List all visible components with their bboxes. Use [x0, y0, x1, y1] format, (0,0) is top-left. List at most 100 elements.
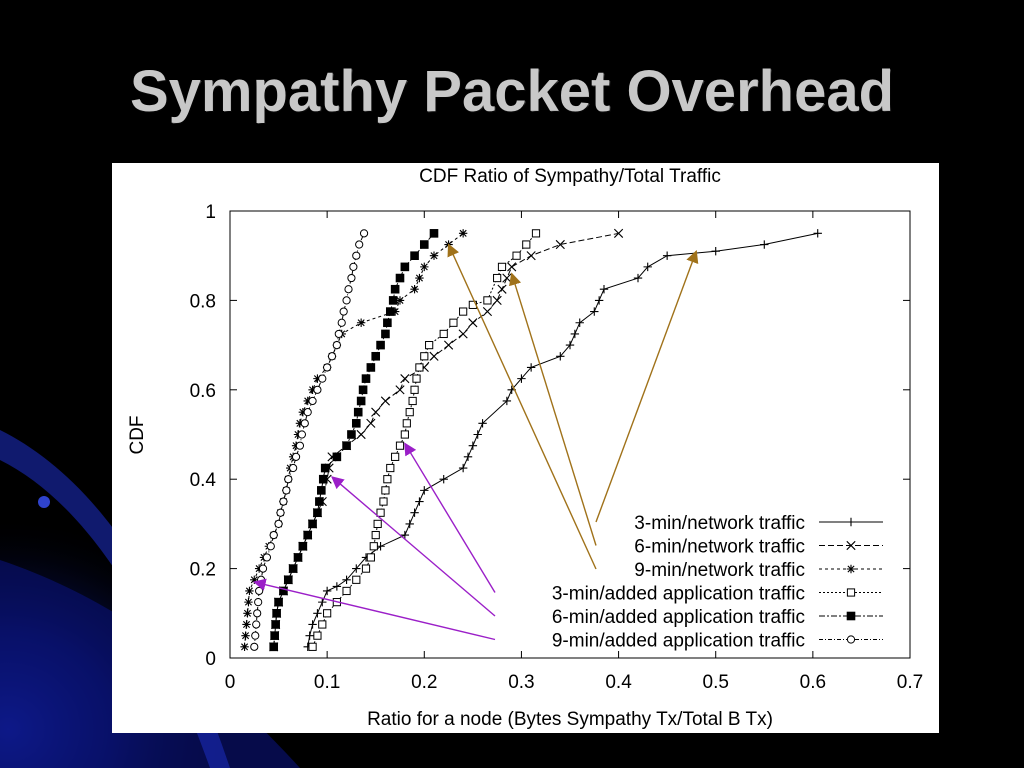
data-point [269, 530, 278, 540]
data-point [468, 318, 478, 328]
data-point [361, 374, 371, 383]
data-point [371, 407, 381, 417]
chart-title: CDF Ratio of Sympathy/Total Traffic [419, 166, 721, 187]
data-point [298, 541, 308, 551]
data-point [463, 452, 473, 462]
data-point [376, 340, 385, 350]
data-point [315, 497, 324, 506]
data-point [274, 519, 283, 528]
legend-entry: 9-min/added application traffic [552, 631, 883, 652]
data-point [493, 273, 502, 283]
data-point [271, 620, 280, 629]
data-point [512, 251, 521, 260]
data-point [388, 296, 398, 305]
data-point [251, 631, 260, 640]
data-point [272, 609, 281, 618]
data-point [269, 642, 279, 652]
data-point [473, 430, 482, 439]
y-tick-label: 0.6 [190, 381, 216, 402]
data-point [373, 519, 382, 528]
data-point [366, 418, 376, 428]
data-point [383, 475, 392, 484]
x-axis-label: Ratio for a node (Bytes Sympathy Tx/Tota… [367, 709, 773, 730]
data-point [633, 273, 643, 283]
data-point [297, 430, 306, 439]
data-point [458, 229, 468, 238]
x-tick-label: 0.1 [314, 672, 340, 693]
data-point [351, 419, 361, 428]
x-tick-label: 0.7 [897, 672, 923, 693]
data-point [425, 341, 434, 350]
data-point [303, 530, 313, 540]
data-point [565, 340, 575, 350]
data-point [317, 486, 326, 495]
data-point [356, 429, 366, 440]
data-point [410, 508, 419, 517]
data-point [313, 631, 322, 640]
data-point [458, 463, 468, 473]
annotation-arrow [404, 442, 496, 593]
data-point [599, 285, 609, 294]
data-point [556, 352, 565, 361]
data-point [332, 452, 342, 462]
data-point [349, 262, 358, 271]
data-point [252, 620, 261, 629]
data-point [429, 351, 439, 361]
data-point [274, 597, 283, 607]
data-point [400, 374, 410, 384]
data-point [385, 307, 395, 316]
x-tick-label: 0.3 [508, 672, 534, 693]
data-point [250, 642, 259, 651]
data-point [356, 396, 366, 406]
data-point [497, 284, 507, 294]
data-point [405, 408, 414, 417]
data-point [483, 296, 492, 305]
series-line [253, 233, 365, 647]
series-line [273, 233, 435, 647]
data-point [242, 620, 251, 629]
data-point [347, 273, 356, 283]
data-point [332, 341, 341, 350]
data-point [643, 262, 652, 272]
data-point [318, 597, 327, 607]
data-point [371, 530, 380, 540]
data-point [282, 486, 291, 495]
data-point [522, 240, 531, 249]
data-point [400, 530, 410, 540]
data-point [507, 262, 517, 272]
data-point [255, 586, 264, 596]
data-point [662, 251, 672, 260]
data-point [395, 385, 405, 395]
data-point [366, 553, 375, 562]
legend-marker [846, 517, 856, 527]
data-point [342, 441, 351, 450]
data-point [352, 575, 361, 584]
legend-label: 6-min/added application traffic [552, 607, 805, 628]
legend-label: 9-min/network traffic [634, 560, 805, 581]
data-point [352, 564, 361, 573]
data-point [376, 508, 385, 517]
data-point [358, 385, 368, 395]
data-point [355, 240, 364, 249]
data-point [308, 519, 317, 529]
data-point [289, 463, 298, 473]
data-point [279, 497, 288, 506]
data-point [395, 273, 405, 283]
data-point [361, 564, 371, 573]
data-point [283, 575, 293, 585]
data-point [402, 419, 411, 428]
y-axis-label: CDF [127, 415, 148, 454]
data-point [468, 441, 478, 450]
data-point [386, 463, 395, 473]
data-point [410, 251, 419, 261]
data-point [497, 262, 507, 271]
legend-label: 3-min/added application traffic [552, 584, 805, 605]
data-point [323, 363, 332, 372]
y-tick-label: 0.4 [190, 470, 217, 491]
data-point [253, 609, 262, 618]
data-point [342, 296, 351, 305]
data-point [371, 351, 381, 361]
data-point [395, 441, 405, 450]
data-point [420, 486, 429, 495]
